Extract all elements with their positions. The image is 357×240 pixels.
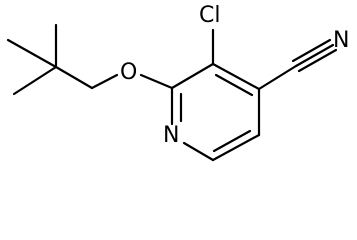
- bond-quaternary-ch2: [54, 65, 94, 90]
- oxygen-label: O: [120, 60, 137, 85]
- triple-bond-line-1: [294, 43, 335, 68]
- structure-diagram: Cl O N N: [6, 3, 349, 162]
- bond-ch2-oxygen: [90, 73, 119, 90]
- ring-nitrogen-label: N: [163, 123, 179, 148]
- nitrile-group: [257, 38, 338, 91]
- ring-bond-c3-c4-inner: [214, 73, 254, 97]
- ring-bond-c3-c4-outer: [211, 62, 261, 91]
- bond-oxygen-ring: [139, 73, 174, 90]
- bond-methyl-left-top: [6, 38, 58, 69]
- ring-bond-c5-c6: [211, 133, 261, 162]
- neopentyl-group: [6, 23, 119, 96]
- triple-bond-line-2: [291, 38, 332, 63]
- pyridine-ring: [170, 62, 261, 162]
- chlorine-label: Cl: [199, 3, 220, 28]
- ring-bond-c6-n: [182, 141, 215, 162]
- ring-bond-c2-c3: [170, 62, 215, 90]
- ring-bond-c5-c6-inner: [212, 129, 252, 153]
- triple-bond-line-3: [297, 48, 338, 73]
- nitrile-nitrogen-label: N: [333, 28, 349, 53]
- bond-methyl-left-bottom: [12, 65, 58, 96]
- bond-c4-nitrile-carbon: [257, 64, 298, 91]
